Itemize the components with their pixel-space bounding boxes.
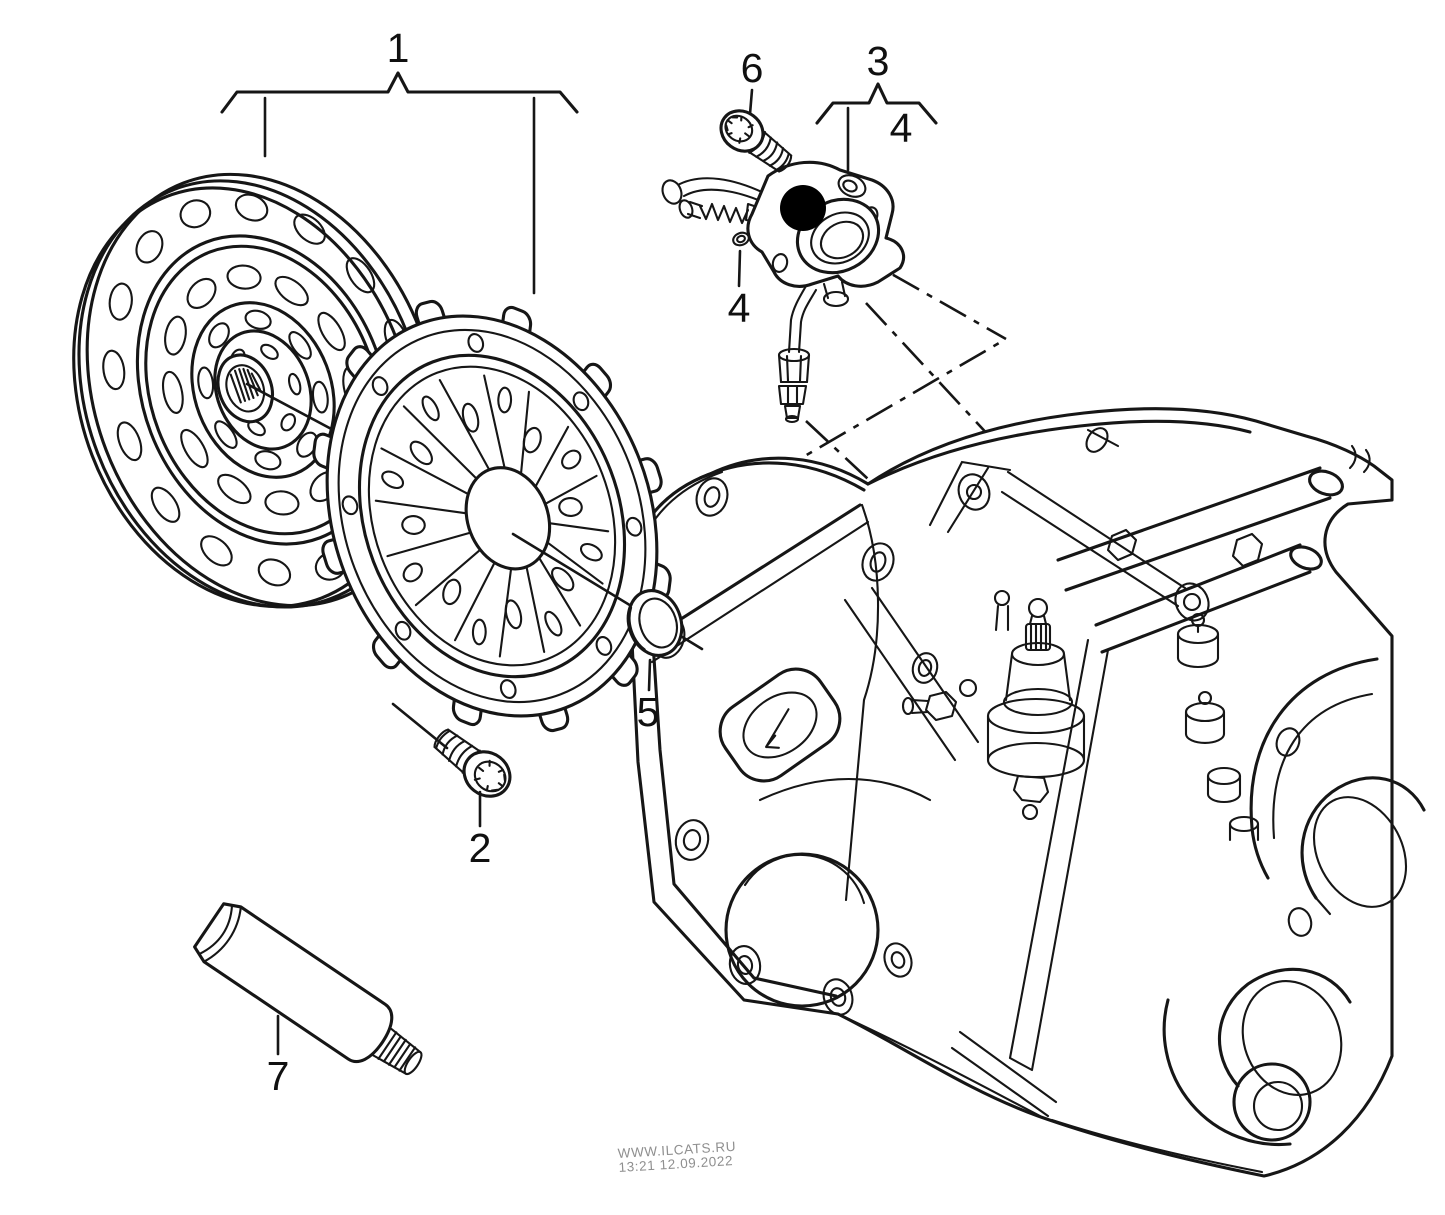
part-label-7[interactable]: 7 [267,1053,290,1099]
hydraulic-pipe-drawing [779,286,816,422]
callout-7: 7 [267,1016,290,1099]
selector-shaft [988,591,1084,819]
bleeder-valve-drawing [677,198,760,223]
bolt-6-drawing [713,103,799,181]
bolt-2-drawing [426,720,519,805]
callout-4b: 4 [728,251,751,331]
transmission-housing-drawing [628,409,1424,1176]
axle-opening [1164,967,1357,1144]
watermark-timestamp: 13:21 12.09.2022 [618,1153,733,1175]
part-label-4b[interactable]: 4 [728,285,751,331]
tube-cap [373,1029,426,1079]
right-flange [1251,659,1424,938]
washer-drawing [731,231,750,248]
part-label-3[interactable]: 3 [867,38,890,84]
seal-ring-drawing [620,584,690,663]
callout-6: 6 [741,45,764,114]
callout-5: 5 [637,660,660,735]
callout-group-3: 3 4 [817,38,936,170]
part-label-2[interactable]: 2 [469,825,492,871]
part-label-4a[interactable]: 4 [890,105,913,151]
part-label-5[interactable]: 5 [637,689,660,735]
watermark: WWW.ILCATS.RU 13:21 12.09.2022 [617,1139,736,1175]
callout-2: 2 [469,792,492,871]
leader-bolt2 [393,704,447,748]
watermark-site: WWW.ILCATS.RU [617,1139,736,1161]
slave-cylinder-drawing [659,162,903,422]
diaphragm-spring [335,340,648,692]
part-label-1[interactable]: 1 [387,25,410,71]
callout-group-1: 1 [222,25,577,293]
pressure-plate-drawing [251,245,734,787]
inspection-port [708,657,851,792]
highlighted-part-marker [780,185,826,231]
grease-tube-drawing [191,898,436,1093]
splined-hub [209,347,282,430]
part-label-6[interactable]: 6 [741,45,764,91]
